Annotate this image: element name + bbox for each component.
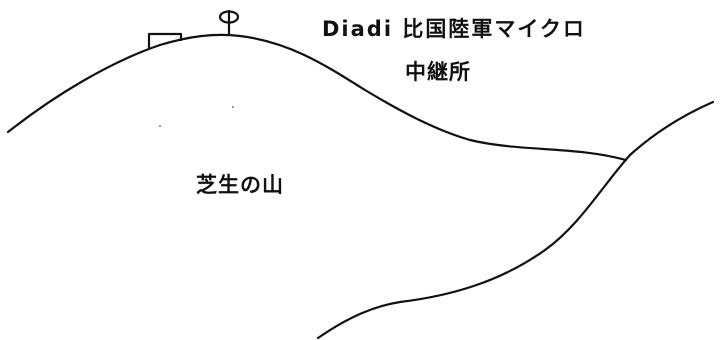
station-name-label: Diadi 比国陸軍マイクロ (322, 17, 586, 41)
speck (159, 125, 161, 127)
antenna-icon (218, 9, 240, 36)
building-icon (147, 32, 183, 50)
hill-label: 芝生の山 (196, 173, 284, 197)
ridge-outline (316, 100, 715, 340)
hill-outline (6, 33, 628, 162)
speck (232, 106, 234, 108)
station-suffix-label: 中継所 (405, 60, 471, 84)
